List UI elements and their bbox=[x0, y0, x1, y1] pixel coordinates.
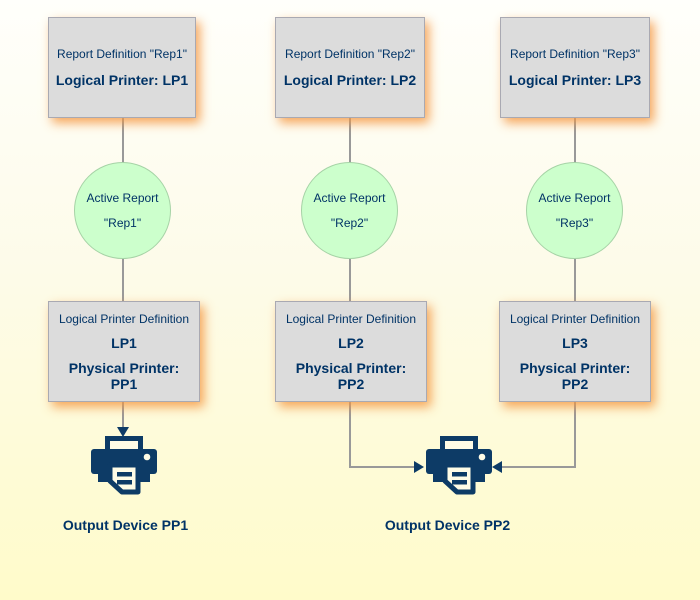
active-report-name: "Rep3" bbox=[555, 216, 594, 230]
physical-printer-text: Physical Printer: PP1 bbox=[68, 359, 180, 392]
logical-printer-definition-box-lp1: Logical Printer Definition LP1 Physical … bbox=[48, 301, 200, 402]
arrow-right-icon bbox=[414, 461, 424, 473]
connector-line bbox=[502, 466, 576, 468]
arrow-down-icon bbox=[117, 427, 129, 437]
report-definition-box-rep3: Report Definition "Rep3" Logical Printer… bbox=[500, 17, 650, 118]
connector-line bbox=[122, 118, 124, 163]
printer-definition-text: Logical Printer Definition bbox=[58, 311, 190, 326]
printer-icon bbox=[426, 436, 492, 495]
output-device-label-pp1: Output Device PP1 bbox=[62, 517, 189, 533]
active-report-circle-rep2: Active Report "Rep2" bbox=[301, 162, 398, 259]
active-report-circle-rep3: Active Report "Rep3" bbox=[526, 162, 623, 259]
logical-printer-text: Logical Printer: LP2 bbox=[283, 72, 417, 88]
connector-line bbox=[122, 402, 124, 429]
connector-line bbox=[574, 118, 576, 163]
physical-printer-text: Physical Printer: PP2 bbox=[295, 359, 407, 392]
logical-printer-definition-box-lp2: Logical Printer Definition LP2 Physical … bbox=[275, 301, 427, 402]
connector-line bbox=[122, 259, 124, 302]
active-report-circle-rep1: Active Report "Rep1" bbox=[74, 162, 171, 259]
printer-definition-text: Logical Printer Definition bbox=[509, 311, 641, 326]
active-report-name: "Rep1" bbox=[103, 216, 142, 230]
active-report-text: Active Report bbox=[86, 191, 159, 205]
printer-definition-name: LP2 bbox=[338, 334, 364, 351]
report-definition-text: Report Definition "Rep3" bbox=[510, 47, 640, 61]
logical-printer-definition-box-lp3: Logical Printer Definition LP3 Physical … bbox=[499, 301, 651, 402]
report-definition-box-rep1: Report Definition "Rep1" Logical Printer… bbox=[48, 17, 196, 118]
report-definition-box-rep2: Report Definition "Rep2" Logical Printer… bbox=[275, 17, 425, 118]
active-report-text: Active Report bbox=[538, 191, 611, 205]
active-report-name: "Rep2" bbox=[330, 216, 369, 230]
printer-definition-name: LP3 bbox=[562, 334, 588, 351]
output-device-label-pp2: Output Device PP2 bbox=[384, 517, 511, 533]
logical-printer-text: Logical Printer: LP1 bbox=[55, 72, 189, 88]
report-definition-text: Report Definition "Rep1" bbox=[57, 47, 187, 61]
arrow-left-icon bbox=[492, 461, 502, 473]
report-definition-text: Report Definition "Rep2" bbox=[285, 47, 415, 61]
connector-line bbox=[574, 402, 576, 468]
connector-line bbox=[574, 259, 576, 302]
connector-line bbox=[349, 118, 351, 163]
printer-definition-text: Logical Printer Definition bbox=[285, 311, 417, 326]
printer-definition-name: LP1 bbox=[111, 334, 137, 351]
connector-line bbox=[349, 402, 351, 468]
connector-line bbox=[349, 259, 351, 302]
logical-printer-text: Logical Printer: LP3 bbox=[508, 72, 642, 88]
active-report-text: Active Report bbox=[313, 191, 386, 205]
physical-printer-text: Physical Printer: PP2 bbox=[519, 359, 631, 392]
printer-icon bbox=[91, 436, 157, 495]
connector-line bbox=[349, 466, 415, 468]
